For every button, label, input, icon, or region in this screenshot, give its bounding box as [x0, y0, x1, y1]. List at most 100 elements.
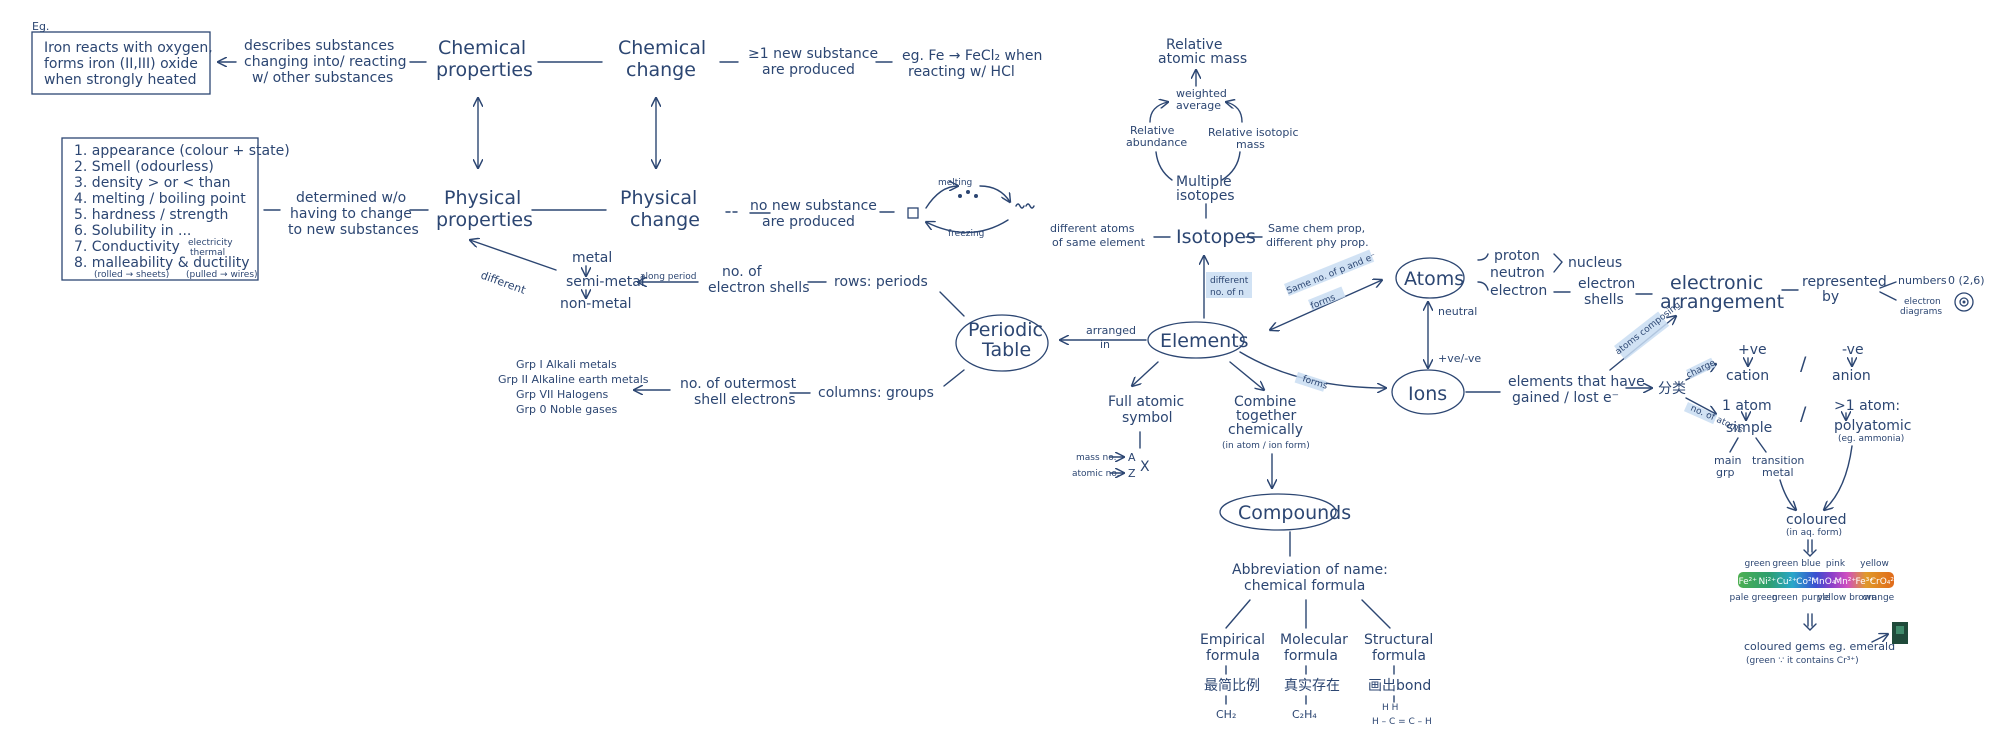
anion-node: -ve anion — [1832, 342, 1871, 384]
structural-line-1: Structural — [1364, 632, 1433, 648]
group-0: Grp 0 Noble gases — [516, 403, 618, 416]
physical-properties-list-box: 1. appearance (colour + state) 2. Smell … — [61, 137, 290, 281]
emerald-image — [1892, 622, 1908, 644]
ions-node: Ions — [1391, 369, 1465, 415]
arrow-elements-ions: forms — [1239, 351, 1386, 392]
arranged-line-2: in — [1100, 338, 1110, 351]
arrow-metal-physical — [470, 240, 557, 271]
brace-nucleus — [1553, 253, 1563, 273]
coloured-gems-text: coloured gems eg. emerald (green ∵ it co… — [1744, 640, 1895, 666]
rel-abund-line-2: abundance — [1126, 136, 1187, 149]
electronic-arrangement-node: electronic arrangement — [1660, 272, 1784, 313]
eg-line-2: forms iron (II,III) oxide — [44, 56, 198, 72]
diagrams-line-1: electron — [1904, 297, 1941, 307]
spectrum-bar — [1738, 572, 1894, 588]
chem-change-line-1: Chemical — [618, 37, 706, 59]
transition-line-2: metal — [1762, 466, 1794, 479]
gems-line-1: coloured gems eg. emerald — [1744, 640, 1895, 653]
isotopes-label: Isotopes — [1176, 226, 1256, 248]
diff-no-line-1: different — [1210, 276, 1249, 286]
diff-atoms-line-2: of same element — [1052, 236, 1146, 249]
chem-prop-line-2: properties — [436, 59, 533, 81]
brace-atoms — [1477, 253, 1489, 291]
eg-fe-line-1: eg. Fe → FeCl₂ when — [902, 48, 1042, 64]
eg-line-3: when strongly heated — [44, 72, 197, 88]
atoms-node: Atoms — [1395, 257, 1465, 299]
structural-formula-node: Structural formula 画出bond H H H – C = C … — [1364, 632, 1433, 727]
relative-atomic-mass: Relative atomic mass — [1158, 37, 1247, 67]
forms-label-2: forms — [1301, 374, 1329, 392]
symbol-X: X — [1140, 459, 1150, 475]
eg-label: Eg. — [32, 20, 49, 33]
group-2: Grp II Alkaline earth metals — [498, 373, 649, 386]
arrow-gems-image — [1871, 634, 1888, 643]
outer-line-2: shell electrons — [694, 392, 796, 408]
group-1: Grp I Alkali metals — [516, 358, 617, 371]
atomic-symbol-example: mass no. A atomic no. Z X — [1072, 451, 1150, 480]
conductivity-note-1: electricity — [188, 238, 233, 248]
polyatomic-node: >1 atom: polyatomic (eg. ammonia) — [1834, 398, 1912, 444]
structural-line-2: formula — [1372, 648, 1426, 664]
molecular-formula-node: Molecular formula 真实存在 C₂H₄ — [1280, 632, 1348, 721]
phys-change-line-2: change — [630, 209, 700, 231]
metal-label: metal — [572, 250, 612, 266]
electron-label: electron — [1490, 283, 1547, 299]
weighted-line-1: weighted — [1176, 87, 1227, 100]
molecular-line-1: Molecular — [1280, 632, 1348, 648]
represented-line-1: represented — [1802, 274, 1887, 290]
atoms-label: Atoms — [1404, 268, 1464, 290]
spectrum-ion-label-4: MnO₄⁻ — [1811, 577, 1840, 587]
gained-line-2: gained / lost e⁻ — [1512, 390, 1619, 406]
coloured-line-2: (in aq. form) — [1786, 528, 1842, 538]
rel-mass-line-2: atomic mass — [1158, 51, 1247, 67]
elec-shells-line-1: electron — [1578, 276, 1635, 292]
spectrum-ion-label-3: Co²⁺ — [1796, 577, 1816, 587]
coloured-line-1: coloured — [1786, 512, 1847, 528]
same-chem-line-1: Same chem prop, — [1268, 222, 1365, 235]
describes-line-2: changing into/ reacting — [244, 54, 406, 70]
one-atom-line-1: 1 atom — [1722, 398, 1772, 414]
describes-line-1: describes substances — [244, 38, 394, 54]
connector-iso-multiple — [1221, 151, 1241, 181]
molecular-line-2: formula — [1284, 648, 1338, 664]
structural-example: H – C = C – H — [1372, 717, 1432, 727]
cation-line-2: cation — [1726, 368, 1769, 384]
chemical-change-node: Chemical change — [618, 37, 706, 81]
connector-represented-diagrams — [1879, 291, 1897, 301]
periodic-line-1: Periodic — [968, 319, 1043, 341]
transition-metal-node: transition metal — [1752, 454, 1804, 479]
atomic-no-label: atomic no. — [1072, 469, 1120, 479]
no-new-substance-text: no new substance are produced — [749, 198, 877, 230]
spectrum-top-label-0: green — [1745, 559, 1771, 569]
compounds-node: Compounds — [1219, 493, 1351, 531]
represented-line-2: by — [1822, 289, 1839, 305]
phys-item-6: 6. Solubility in ... — [74, 223, 191, 239]
connector-represented-numbers — [1879, 281, 1897, 289]
represented-by: represented by — [1802, 274, 1887, 305]
diff-atoms-line-1: different atoms — [1050, 222, 1135, 235]
arrow-elements-symbol — [1132, 361, 1159, 386]
neutron-label: neutron — [1490, 265, 1545, 281]
multiple-line-2: isotopes — [1176, 188, 1235, 204]
chem-prop-line-1: Chemical — [438, 37, 526, 59]
rel-iso-line-2: mass — [1236, 138, 1265, 151]
symbol-A: A — [1128, 451, 1136, 464]
anion-line-2: anion — [1832, 368, 1871, 384]
electron-diagram-sketch — [1954, 292, 1974, 312]
main-group-node: main grp — [1714, 454, 1742, 479]
connector-simple-transition — [1755, 437, 1767, 453]
implies-arrow — [1803, 539, 1817, 557]
structural-h-row: H H — [1382, 703, 1398, 713]
conductivity-note-2: thermal — [190, 248, 225, 258]
periodic-table-node: Periodic Table — [955, 314, 1049, 372]
same-p-label: Same no. of p and e⁻ — [1285, 252, 1377, 297]
empirical-example: CH₂ — [1216, 708, 1236, 721]
abbr-line-2: chemical formula — [1244, 578, 1365, 594]
spectrum-ion-label-5: Mn²⁺ — [1834, 577, 1856, 587]
connector-abbr-empirical — [1225, 599, 1251, 629]
electron-shells-node: electron shells — [1578, 276, 1635, 308]
arrow-elements-atoms: Same no. of p and e⁻ forms — [1270, 249, 1382, 330]
combine-line-2: together — [1236, 408, 1297, 424]
spectrum-ion-label-0: Fe²⁺ — [1738, 577, 1757, 587]
new-substance-text: ≥1 new substance are produced — [748, 46, 878, 78]
